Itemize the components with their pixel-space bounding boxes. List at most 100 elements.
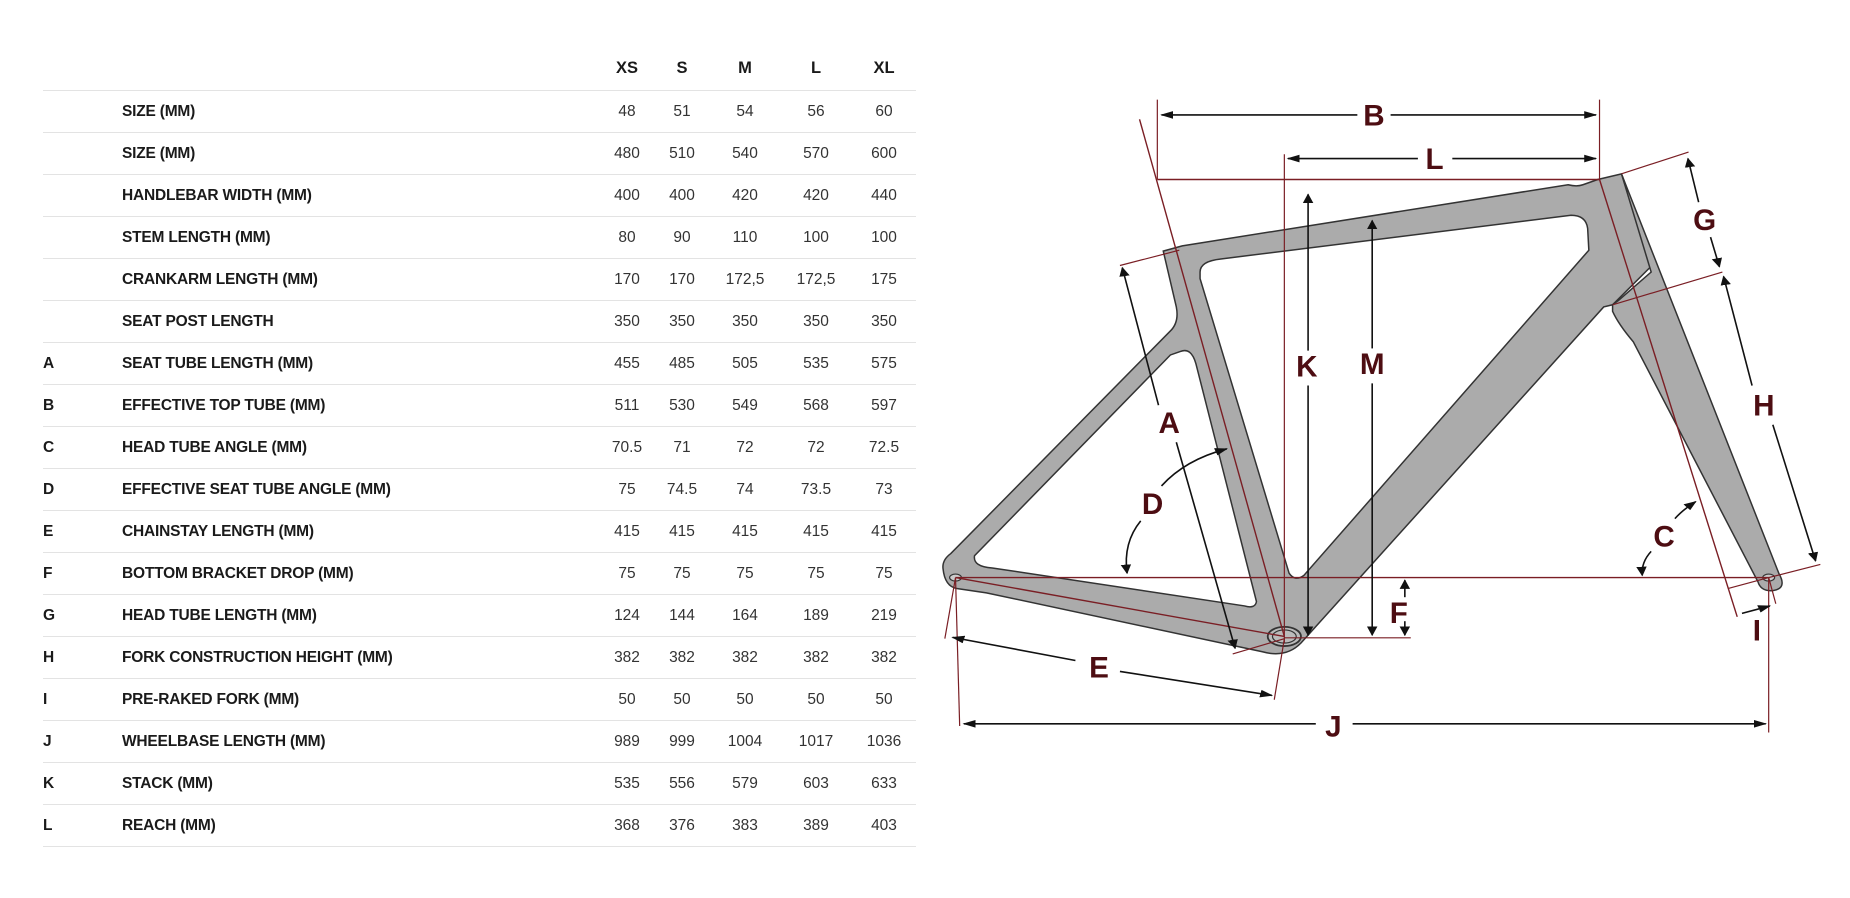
cell-value: 1017 (798, 733, 834, 750)
cell-value: 74.5 (666, 481, 698, 498)
cell-value: 1036 (866, 733, 902, 750)
cell-value: 54 (736, 103, 754, 120)
cell-value: 100 (803, 229, 829, 246)
row-letter: D (43, 481, 55, 498)
cell-value: 170 (614, 271, 640, 288)
row-label: STACK (MM) (122, 775, 213, 792)
cell-value: 144 (669, 607, 695, 624)
cell-value: 485 (669, 355, 695, 372)
column-header-xs: XS (615, 59, 639, 77)
cell-value: 72 (736, 439, 754, 456)
row-label: REACH (MM) (122, 817, 216, 834)
cell-value: 60 (875, 103, 893, 120)
cell-value: 219 (871, 607, 897, 624)
row-label: EFFECTIVE SEAT TUBE ANGLE (MM) (122, 481, 391, 498)
cell-value: 415 (871, 523, 897, 540)
row-label: SEAT POST LENGTH (122, 313, 274, 330)
cell-value: 420 (803, 187, 829, 204)
cell-value: 575 (871, 355, 897, 372)
label-i: I (1753, 614, 1761, 647)
row-label: BOTTOM BRACKET DROP (MM) (122, 565, 354, 582)
cell-value: 415 (669, 523, 695, 540)
cell-value: 376 (669, 817, 695, 834)
cell-value: 600 (871, 145, 897, 162)
column-header-xl: XL (873, 59, 895, 77)
cell-value: 124 (614, 607, 640, 624)
cell-value: 50 (618, 691, 636, 708)
row-label: SIZE (MM) (122, 103, 196, 120)
cell-value: 100 (871, 229, 897, 246)
column-header-s: S (676, 59, 688, 77)
label-d: D (1142, 488, 1163, 521)
cell-value: 72.5 (868, 439, 900, 456)
cell-value: 540 (732, 145, 758, 162)
cell-value: 170 (669, 271, 695, 288)
frame-body (943, 174, 1654, 654)
row-letter: J (43, 733, 52, 750)
cell-value: 56 (807, 103, 825, 120)
cell-value: 382 (732, 649, 758, 666)
fork (1613, 174, 1783, 591)
cell-value: 570 (803, 145, 829, 162)
cell-value: 382 (803, 649, 829, 666)
cell-value: 415 (803, 523, 829, 540)
cell-value: 350 (614, 313, 640, 330)
cell-value: 51 (673, 103, 691, 120)
cell-value: 535 (614, 775, 640, 792)
cell-value: 350 (732, 313, 758, 330)
cell-value: 75 (618, 565, 636, 582)
row-letter: E (43, 523, 54, 540)
row-label: PRE-RAKED FORK (MM) (122, 691, 300, 708)
row-letter: K (43, 775, 55, 792)
cell-value: 389 (803, 817, 829, 834)
label-m: M (1360, 348, 1385, 381)
cell-value: 403 (871, 817, 897, 834)
cell-value: 73 (875, 481, 893, 498)
row-letter: A (43, 355, 55, 372)
cell-value: 400 (614, 187, 640, 204)
frame-geometry-diagram: A B C D E F G H I J K L M (930, 99, 1850, 743)
dimension-lines (945, 100, 1820, 733)
dimension-labels: A B C D E F G H I J K L M (1089, 99, 1774, 743)
label-c: C (1653, 521, 1674, 554)
cell-value: 71 (673, 439, 691, 456)
label-a: A (1158, 407, 1179, 440)
cell-value: 579 (732, 775, 758, 792)
cell-value: 530 (669, 397, 695, 414)
cell-value: 415 (614, 523, 640, 540)
cell-value: 50 (875, 691, 893, 708)
cell-value: 420 (732, 187, 758, 204)
row-letter: H (43, 649, 55, 666)
cell-value: 75 (807, 565, 825, 582)
cell-value: 505 (732, 355, 758, 372)
cell-value: 440 (871, 187, 897, 204)
cell-value: 50 (736, 691, 754, 708)
cell-value: 175 (871, 271, 897, 288)
cell-value: 510 (669, 145, 695, 162)
cell-value: 1004 (727, 733, 763, 750)
cell-value: 382 (871, 649, 897, 666)
label-g: G (1693, 204, 1716, 237)
label-f: F (1390, 597, 1408, 630)
cell-value: 164 (732, 607, 758, 624)
row-label: FORK CONSTRUCTION HEIGHT (MM) (122, 649, 393, 666)
cell-value: 50 (807, 691, 825, 708)
row-label: CRANKARM LENGTH (MM) (122, 271, 318, 288)
column-header-l: L (810, 59, 822, 77)
row-letter: L (43, 817, 53, 834)
cell-value: 75 (673, 565, 691, 582)
cell-value: 350 (803, 313, 829, 330)
